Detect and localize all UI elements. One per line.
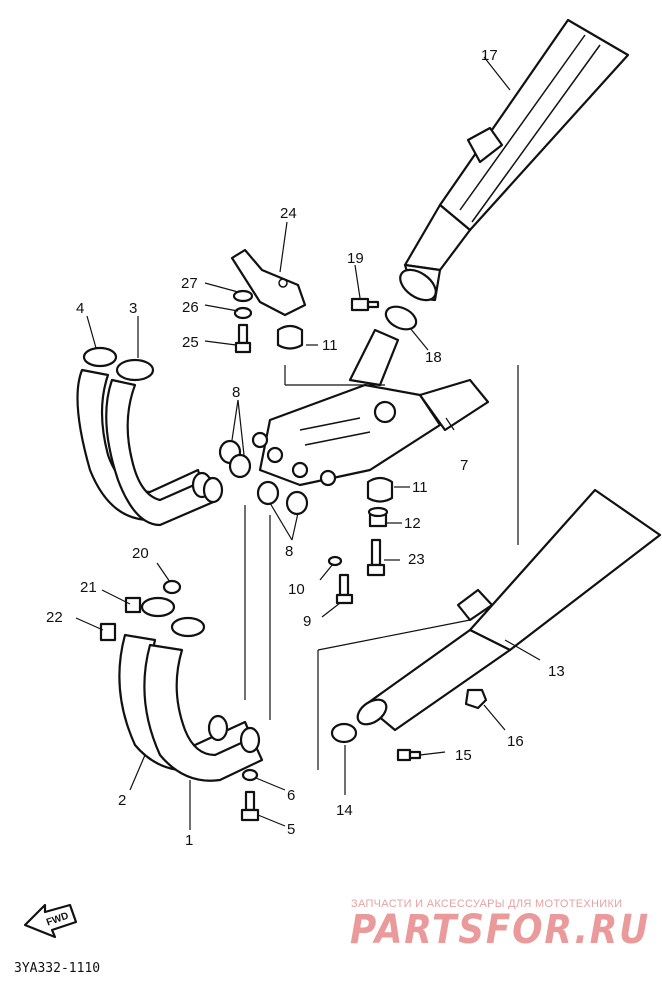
watermark: ЗАПЧАСТИ И АКСЕССУАРЫ ДЛЯ МОТОТЕХНИКИ PA… xyxy=(350,898,650,953)
callout-6: 6 xyxy=(287,787,295,804)
callout-19: 19 xyxy=(347,250,364,267)
callout-8-upper: 8 xyxy=(232,384,240,401)
callout-18: 18 xyxy=(425,349,442,366)
leader-lines xyxy=(75,56,541,830)
upper-muffler xyxy=(399,18,630,302)
mount-bracket xyxy=(230,248,307,317)
callout-14: 14 xyxy=(336,802,353,819)
callout-25: 25 xyxy=(182,334,199,351)
callout-8-lower: 8 xyxy=(285,543,293,560)
callout-9: 9 xyxy=(303,613,311,630)
callout-24: 24 xyxy=(280,205,297,222)
rear-header-pipes xyxy=(76,346,224,527)
callout-10: 10 xyxy=(288,581,305,598)
callout-3: 3 xyxy=(129,300,137,317)
callout-26: 26 xyxy=(182,299,199,316)
callout-11-upper: 11 xyxy=(322,337,338,354)
callout-13: 13 xyxy=(548,663,565,680)
collector-chamber xyxy=(251,328,490,487)
bolt-15 xyxy=(396,748,422,762)
bolt-23 xyxy=(366,538,386,577)
front-header-pipes xyxy=(118,596,264,782)
callout-27: 27 xyxy=(181,275,198,292)
watermark-brand: PARTSFOR.RU xyxy=(350,907,650,953)
washer-and-bolt xyxy=(232,289,254,354)
nut-16 xyxy=(464,688,488,710)
damper-lower xyxy=(366,476,394,503)
callout-2: 2 xyxy=(118,792,126,809)
callout-labels: 17 24 27 26 25 19 18 11 4 3 8 8 7 11 12 … xyxy=(46,47,565,849)
callout-1: 1 xyxy=(185,832,193,849)
muffler-gasket-upper xyxy=(384,305,418,331)
fwd-arrow-icon: FWD xyxy=(23,903,78,939)
collar xyxy=(367,506,389,528)
nuts-20-21-22 xyxy=(99,579,182,642)
muffler-bolt xyxy=(350,297,380,312)
callout-16: 16 xyxy=(507,733,524,750)
watermark-caption: ЗАПЧАСТИ И АКСЕССУАРЫ ДЛЯ МОТОТЕХНИКИ xyxy=(351,898,622,910)
callout-12: 12 xyxy=(404,515,421,532)
callout-7: 7 xyxy=(460,457,468,474)
muffler-gasket-lower xyxy=(330,722,358,744)
callout-15: 15 xyxy=(455,747,472,764)
bolt-5-washer-6 xyxy=(240,768,260,822)
bolt-9 xyxy=(335,573,354,605)
callout-23: 23 xyxy=(408,551,425,568)
collector-gaskets xyxy=(218,439,309,516)
damper-upper xyxy=(276,324,304,350)
diagram-code: 3YA332-1110 xyxy=(14,961,100,976)
callout-5: 5 xyxy=(287,821,295,838)
callout-22: 22 xyxy=(46,609,63,626)
callout-20: 20 xyxy=(132,545,149,562)
washer-10 xyxy=(327,555,343,567)
lower-muffler xyxy=(356,488,662,732)
callout-11-lower: 11 xyxy=(412,479,428,496)
callout-17: 17 xyxy=(481,47,498,64)
callout-4: 4 xyxy=(76,300,84,317)
callout-21: 21 xyxy=(80,579,97,596)
